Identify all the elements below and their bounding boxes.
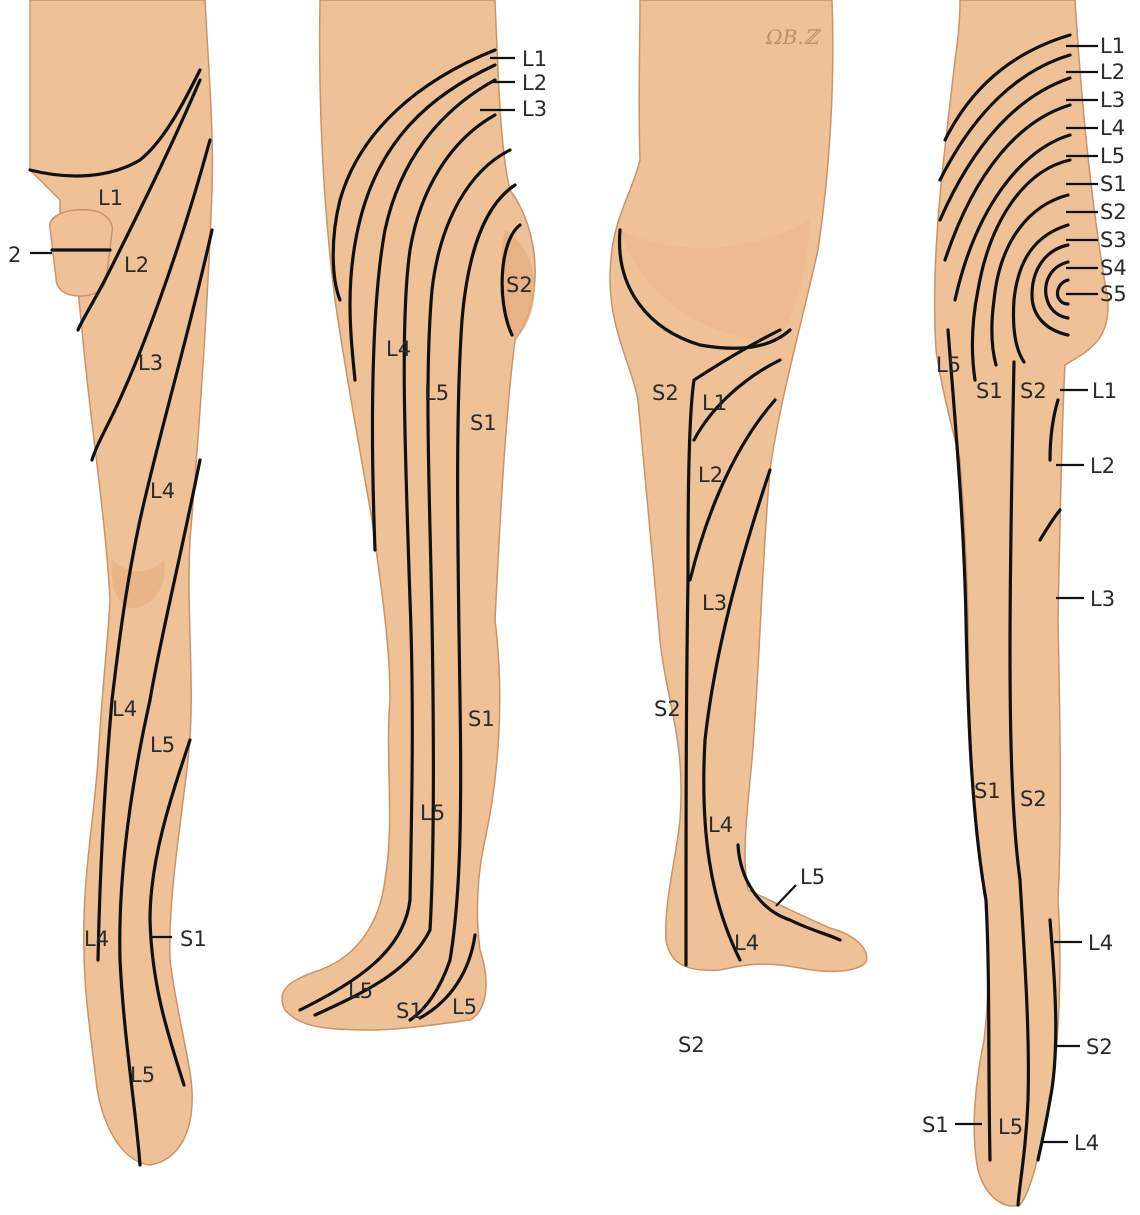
back-callout-label: S2 [1100,200,1127,224]
front-zone-label: L2 [124,253,149,277]
front-zone-label: L1 [98,186,123,210]
back-zone-label: S2 [1020,787,1047,811]
front-zone-label: L5 [150,733,175,757]
front-zone-label: L3 [138,351,163,375]
front-zone-label: L4 [112,697,137,721]
front-zone-label: L4 [84,927,109,951]
back-zone-label: S1 [974,779,1001,803]
leg-lateral-figure: L1 L2 L3 S2 L4 L5 S1 S1 L5 L5 S1 L5 [282,0,547,1030]
back-callout-label: L2 [1090,454,1115,478]
back-zone-label: L5 [998,1115,1023,1139]
back-callout-label: L4 [1074,1131,1099,1155]
back-zone-label: L5 [936,353,961,377]
medial-zone-label: L4 [734,931,759,955]
back-callout-label: L4 [1088,931,1113,955]
front-zone-label: L4 [150,479,175,503]
lateral-zone-label: L5 [348,979,373,1003]
front-callout-label: S1 [180,927,207,951]
signature: ΩB.ℤ [765,25,822,49]
back-callout-label: L4 [1100,116,1125,140]
back-callout-label: S3 [1100,228,1127,252]
medial-zone-label: S2 [654,697,681,721]
lateral-zone-label: L5 [420,801,445,825]
medial-zone-label: S2 [652,381,679,405]
back-callout-label: L1 [1100,34,1125,58]
back-callout-label: L1 [1092,379,1117,403]
medial-zone-label: L4 [708,813,733,837]
back-callout-label: S5 [1100,282,1127,306]
medial-zone-label: L2 [698,463,723,487]
back-callout-label: S1 [922,1113,949,1137]
medial-zone-label: L1 [702,391,727,415]
back-callout-label: L5 [1100,144,1125,168]
medial-callout-l5-lead [776,885,796,906]
lateral-zone-label: S1 [396,999,423,1023]
front-callout-label: 2 [8,243,21,267]
back-callout-label: L3 [1100,88,1125,112]
leg-front-figure: L1 L2 L3 L4 L4 L5 L4 L5 2 S1 [8,0,212,1165]
lateral-callout-label: L2 [522,71,547,95]
lateral-zone-label: S2 [506,273,533,297]
back-callout-label: S2 [1086,1035,1113,1059]
back-zone-label: S2 [1020,379,1047,403]
lateral-zone-label: S1 [470,411,497,435]
lateral-callout-label: L1 [522,47,547,71]
front-zone-label: L5 [130,1063,155,1087]
leg-back-figure: L1 L2 L3 L4 L5 S1 S2 S3 S4 S5 L1 L2 L3 L… [922,0,1127,1206]
back-zone-label: S1 [976,379,1003,403]
lateral-zone-label: L5 [424,381,449,405]
back-callout-label: L3 [1090,587,1115,611]
leg-medial-figure: L5 S2 L1 L2 L3 S2 L4 L4 S2 ΩB.ℤ [610,0,867,1057]
back-callout-label: S4 [1100,256,1127,280]
lateral-callout-label: L3 [522,97,547,121]
lateral-zone-label: L4 [386,337,411,361]
back-callout-label: L2 [1100,60,1125,84]
medial-callout-label: L5 [800,865,825,889]
back-callout-label: S1 [1100,172,1127,196]
lateral-zone-label: L5 [452,995,477,1019]
medial-zone-label: L3 [702,591,727,615]
medial-zone-label: S2 [678,1033,705,1057]
lateral-zone-label: S1 [468,707,495,731]
leg-medial-skin [610,0,867,971]
